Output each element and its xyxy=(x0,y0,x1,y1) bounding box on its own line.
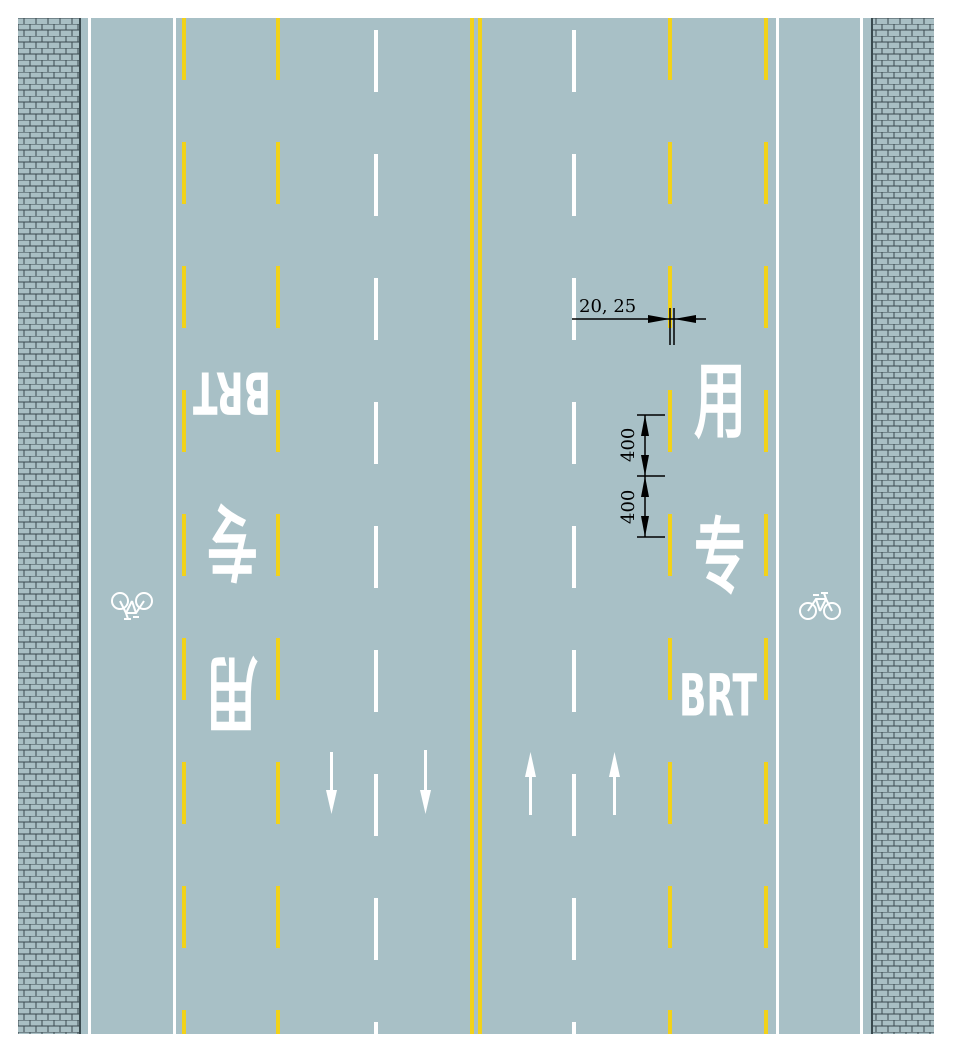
yellow-dash-right-1 xyxy=(668,18,672,80)
right-edge-line xyxy=(860,18,863,1034)
white-dash-right xyxy=(572,402,576,464)
right-brt-label: BRT xyxy=(679,663,757,730)
yellow-dash-right-2 xyxy=(764,886,768,948)
yellow-dash-right-2 xyxy=(764,18,768,80)
yellow-dash-left-1 xyxy=(182,1010,186,1034)
left-zhuan-char: 专 xyxy=(206,492,258,588)
yellow-dash-left-1 xyxy=(182,638,186,700)
yellow-dash-right-1 xyxy=(668,142,672,204)
left-bike-lane-line xyxy=(173,18,176,1034)
yellow-dash-left-2 xyxy=(276,390,280,452)
yellow-dash-right-2 xyxy=(764,142,768,204)
white-dash-left xyxy=(374,278,378,340)
yellow-dash-left-2 xyxy=(276,18,280,80)
right-zhuan-char: 专 xyxy=(694,510,746,606)
yellow-dash-right-1 xyxy=(668,886,672,948)
arrow-up-2 xyxy=(609,752,620,815)
arrow-down-2 xyxy=(420,750,431,814)
white-dash-right xyxy=(572,774,576,836)
yellow-dash-left-2 xyxy=(276,514,280,576)
white-dash-left xyxy=(374,1022,378,1034)
white-dash-right xyxy=(572,1022,576,1034)
center-yellow-line-left xyxy=(470,18,474,1034)
white-dash-right xyxy=(572,278,576,340)
white-dash-right xyxy=(572,154,576,216)
white-dash-left xyxy=(374,402,378,464)
yellow-dash-left-1 xyxy=(182,266,186,328)
yellow-dash-right-2 xyxy=(764,762,768,824)
bicycle-icon xyxy=(111,592,153,620)
white-dash-left xyxy=(374,774,378,836)
yellow-dash-left-1 xyxy=(182,390,186,452)
white-dash-left xyxy=(374,526,378,588)
white-dash-left xyxy=(374,154,378,216)
center-yellow-line-right xyxy=(478,18,482,1034)
line-width-dimension xyxy=(572,308,706,345)
white-dash-left xyxy=(374,898,378,960)
yellow-dash-left-2 xyxy=(276,762,280,824)
white-dash-right xyxy=(572,526,576,588)
arrow-up-1 xyxy=(525,752,536,815)
gap-length-label: 400 xyxy=(618,490,639,524)
white-dash-left xyxy=(374,650,378,712)
yellow-dash-left-2 xyxy=(276,266,280,328)
left-yong-char: 用 xyxy=(206,645,258,741)
yellow-dash-right-1 xyxy=(668,514,672,576)
yellow-dash-right-1 xyxy=(668,762,672,824)
right-sidewalk xyxy=(872,18,934,1034)
yellow-dash-right-2 xyxy=(764,266,768,328)
yellow-dash-left-2 xyxy=(276,142,280,204)
dash-length-dimension xyxy=(637,414,665,538)
left-brt-label: BRT xyxy=(193,358,271,425)
white-dash-right xyxy=(572,30,576,92)
yellow-dash-right-1 xyxy=(668,1010,672,1034)
line-width-label: 20, 25 xyxy=(579,296,636,317)
yellow-dash-left-2 xyxy=(276,886,280,948)
yellow-dash-right-1 xyxy=(668,638,672,700)
left-edge-line xyxy=(88,18,91,1034)
road-surface xyxy=(81,18,871,1034)
yellow-dash-right-2 xyxy=(764,390,768,452)
white-dash-right xyxy=(572,898,576,960)
white-dash-left xyxy=(374,30,378,92)
right-bike-lane-line xyxy=(776,18,779,1034)
yellow-dash-right-1 xyxy=(668,390,672,452)
yellow-dash-right-2 xyxy=(764,1010,768,1034)
yellow-dash-left-1 xyxy=(182,762,186,824)
yellow-dash-left-2 xyxy=(276,1010,280,1034)
yellow-dash-left-1 xyxy=(182,886,186,948)
yellow-dash-right-2 xyxy=(764,514,768,576)
yellow-dash-left-1 xyxy=(182,18,186,80)
dash-length-label: 400 xyxy=(618,428,639,462)
yellow-dash-left-2 xyxy=(276,638,280,700)
arrow-down-1 xyxy=(326,752,337,814)
yellow-dash-left-1 xyxy=(182,142,186,204)
dashed-lane-lines xyxy=(182,18,768,1034)
right-yong-char: 用 xyxy=(694,354,746,450)
left-sidewalk xyxy=(18,18,80,1034)
yellow-dash-left-1 xyxy=(182,514,186,576)
yellow-dash-right-1 xyxy=(668,266,672,328)
white-dash-right xyxy=(572,650,576,712)
bicycle-icon xyxy=(799,592,841,620)
yellow-dash-right-2 xyxy=(764,638,768,700)
